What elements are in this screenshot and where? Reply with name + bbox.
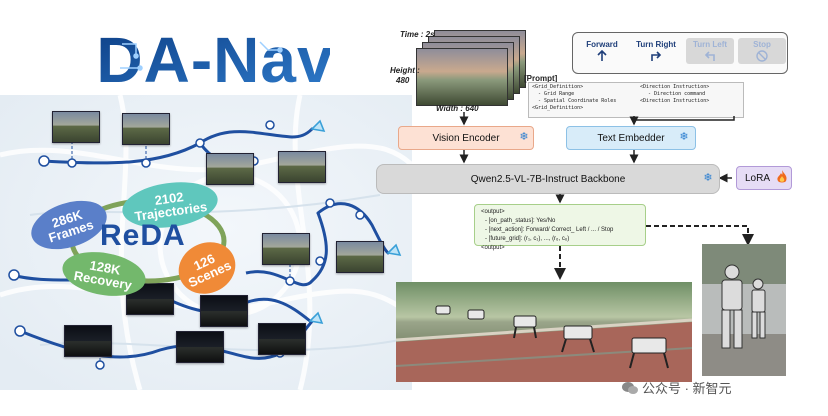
turn-right-icon (632, 50, 680, 64)
camera-frame (262, 233, 310, 265)
reda-title: ReDA (100, 219, 186, 252)
vision-encoder-box: Vision Encoder (398, 126, 534, 150)
direction-turn-right-button[interactable]: Turn Right (632, 38, 680, 64)
prompt-left-line: - Spatial Coordinate Roles (538, 98, 617, 104)
camera-frame-night (200, 295, 248, 327)
direction-buttons: Forward Turn Right Turn Left Stop (578, 0, 788, 80)
direction-turn-left-button[interactable]: Turn Left (686, 38, 734, 64)
stop-icon (738, 50, 786, 64)
prompt-left-line: <Grid_Definition> (532, 105, 584, 111)
output-box: <output> - [on_path_status]: Yes/No - [n… (474, 204, 646, 251)
humanoid-deployment-photo (702, 244, 786, 376)
camera-frame (52, 111, 100, 143)
logo-text: DA-Nav (100, 24, 330, 94)
direction-stop-button[interactable]: Stop (738, 38, 786, 64)
camera-frame-night (176, 331, 224, 363)
direction-label: Forward (586, 40, 618, 49)
text-embedder-label: Text Embedder (597, 132, 665, 144)
height-value: 480 (396, 76, 410, 85)
output-open-tag: <output> (481, 209, 505, 215)
camera-frame (122, 113, 170, 145)
direction-label: Turn Left (692, 40, 728, 49)
watermark-text: 公众号 · 新智元 (642, 381, 732, 396)
trajectory-path-right (316, 202, 390, 255)
frozen-snowflake-icon: ❄ (519, 131, 529, 143)
frozen-snowflake-icon: ❄ (679, 131, 689, 143)
backbone-box: Qwen2.5-VL-7B-Instruct Backbone (376, 164, 720, 194)
camera-frame (336, 241, 384, 273)
prompt-right-line: - Direction command (648, 91, 706, 97)
camera-frame-night (64, 325, 112, 357)
dataset-panel: DA-Nav (0, 0, 412, 390)
width-label: Width : 640 (436, 104, 479, 113)
prompt-left: <Grid_Definition> - Grid Range - Spatial… (532, 84, 616, 112)
output-close-tag: <output> (481, 245, 505, 251)
direction-label: Stop (753, 40, 771, 49)
trajectory-path-bottom (10, 273, 312, 323)
da-nav-logo: DA-Nav (100, 24, 330, 94)
direction-label: Turn Right (636, 40, 676, 49)
wechat-icon (622, 381, 638, 394)
watermark: 公众号 · 新智元 (622, 378, 732, 397)
direction-forward-button[interactable]: Forward (578, 38, 626, 64)
model-pipeline-panel: Time : 2s Height : 480 Width : 640 Forwa… (376, 0, 828, 416)
frozen-snowflake-icon: ❄ (703, 172, 713, 184)
forward-arrow-icon (578, 49, 626, 64)
pipeline-arrows (459, 112, 754, 280)
prompt-title: [Prompt] (524, 74, 558, 83)
camera-frame (278, 151, 326, 183)
circuit-decoration-icon (120, 41, 283, 71)
prompt-left-line: - Grid Range (538, 91, 575, 97)
trainable-fire-icon (776, 170, 788, 184)
prompt-left-line: <Grid_Definition> (532, 84, 584, 90)
camera-frame (206, 153, 254, 185)
output-line: - [future_grid]: (r₁, c₁), ..., (r₆, c₆) (485, 236, 570, 242)
text-embedder-box: Text Embedder (566, 126, 696, 150)
time-label: Time : 2s (400, 30, 435, 39)
camera-frame-night (258, 323, 306, 355)
video-frame (416, 48, 508, 106)
lora-label: LoRA (745, 172, 771, 184)
quadruped-deployment-photo (396, 282, 692, 382)
prompt-right-line: <Direction Instruction> (640, 84, 710, 90)
prompt-right-line: <Direction Instruction> (640, 98, 710, 104)
vision-encoder-label: Vision Encoder (432, 132, 500, 144)
backbone-label: Qwen2.5-VL-7B-Instruct Backbone (470, 173, 626, 185)
output-line: - [next_action]: Forward/ Correct_ Left … (485, 227, 614, 233)
output-line: - [on_path_status]: Yes/No (485, 218, 556, 224)
turn-left-icon (686, 50, 734, 64)
height-label: Height : (390, 66, 420, 75)
prompt-right: <Direction Instruction> - Direction comm… (640, 84, 709, 105)
trajectory-path-top (42, 127, 314, 165)
